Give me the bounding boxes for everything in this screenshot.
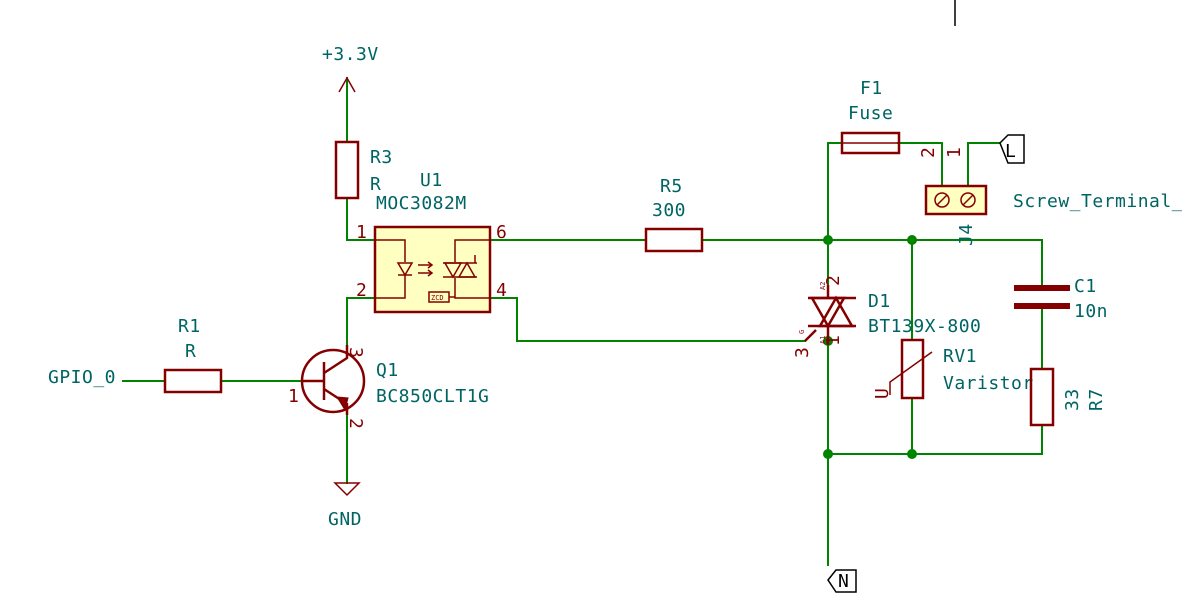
junction-dot — [823, 235, 833, 245]
transistor-body — [300, 348, 366, 414]
screw-icon — [960, 192, 976, 208]
wire-r3-u1 — [346, 199, 376, 241]
resistor-body — [334, 140, 360, 200]
varistor-slash-icon — [889, 351, 933, 395]
wire-u1-gate — [489, 297, 806, 342]
d1-g-label: G — [798, 330, 806, 334]
optocoupler-u1: U1 MOC3082M 1 2 6 4 ZCD — [356, 170, 507, 314]
wire-r7-bottom — [827, 424, 1043, 455]
screw-slot — [936, 194, 948, 206]
f1-value: Fuse — [848, 103, 893, 124]
wire-j4-live — [967, 142, 1001, 186]
resistor-body — [163, 368, 223, 394]
resistor-body — [1029, 367, 1055, 427]
d1-ref: D1 — [868, 291, 891, 312]
fuse-f1: F1 Fuse — [840, 78, 901, 155]
screw-slot — [962, 194, 974, 206]
j4-value: Screw_Terminal_ — [1013, 191, 1182, 212]
r3-ref: R3 — [370, 147, 393, 168]
emitter-arrow-icon — [336, 396, 349, 412]
screw-icon — [934, 192, 950, 208]
gate-lead — [804, 329, 817, 342]
resistor-body — [644, 227, 704, 253]
internal-wire — [454, 278, 490, 299]
power-arrow-icon — [338, 76, 356, 93]
r7-ref: R7 — [1086, 388, 1107, 411]
light-arrow-head — [427, 269, 434, 277]
led-icon — [396, 262, 414, 277]
resistor-r3: R3 R — [334, 140, 393, 200]
gnd-label: GND — [328, 509, 362, 530]
net-flag-icon — [999, 134, 1025, 164]
wire-u1-q1 — [346, 297, 376, 346]
r5-value: 300 — [652, 200, 686, 221]
q1-value: BC850CLT1G — [376, 386, 489, 407]
rv1-value: Varistor — [943, 373, 1034, 394]
wire-fuse-j4 — [897, 142, 943, 186]
triac-d1: 2 1 3 A2 A1 G D1 BT139X-800 — [792, 275, 981, 358]
rv1-ref: RV1 — [943, 346, 977, 367]
q1-pin-3: 3 — [345, 347, 366, 358]
resistor-r7: 33 R7 — [1029, 367, 1107, 427]
q1-pin-1: 1 — [288, 386, 299, 407]
f1-ref: F1 — [860, 78, 883, 99]
r7-value: 33 — [1062, 388, 1083, 411]
u1-value: MOC3082M — [376, 193, 467, 214]
neutral-label: N — [838, 571, 849, 592]
u1-pin-1: 1 — [356, 222, 367, 243]
resistor-r5: R5 300 — [644, 176, 704, 253]
d1-pin-3: 3 — [792, 347, 813, 358]
d1-a2-label: A2 — [819, 282, 827, 290]
u1-pin-6: 6 — [496, 222, 507, 243]
light-arrow-head — [427, 261, 434, 269]
gnd-symbol: GND — [328, 482, 362, 530]
live-label: L — [1005, 141, 1016, 162]
j4-pin-1: 1 — [944, 147, 965, 158]
gpio-label: GPIO_0 — [48, 367, 116, 388]
junction-dot — [907, 449, 917, 459]
capacitor-c1: C1 10n — [1014, 276, 1108, 322]
neutral-flag: N — [827, 569, 857, 593]
resistor-r1: R1 R — [163, 316, 223, 394]
junctions — [823, 235, 917, 459]
varistor-body — [900, 338, 925, 400]
c1-value: 10n — [1074, 301, 1108, 322]
collector-lead — [323, 345, 349, 375]
j4-ref: J4 — [956, 223, 977, 246]
internal-wire — [375, 275, 406, 299]
u1-pin-2: 2 — [356, 280, 367, 301]
j4-pin-2: 2 — [918, 147, 939, 158]
d1-a1-label: A1 — [819, 336, 827, 344]
vcc-symbol: +3.3V — [322, 44, 379, 93]
c1-ref: C1 — [1074, 276, 1097, 297]
vcc-label: +3.3V — [322, 44, 379, 65]
r1-value: R — [185, 341, 196, 362]
wire-node-fuse — [827, 142, 843, 241]
d1-pin-2: 2 — [823, 275, 844, 286]
net-flag-icon — [827, 569, 857, 593]
u1-ref: U1 — [420, 170, 443, 191]
d1-pin-1: 1 — [823, 335, 844, 346]
internal-wire — [454, 239, 490, 262]
varistor-rv1: RV1 Varistor U — [872, 338, 1034, 400]
live-flag: L — [999, 134, 1025, 164]
ground-icon — [333, 482, 361, 497]
junction-dot — [823, 449, 833, 459]
d1-value: BT139X-800 — [868, 316, 981, 337]
r5-ref: R5 — [660, 176, 683, 197]
u1-pin-4: 4 — [496, 280, 507, 301]
terminal-body — [924, 184, 988, 216]
r1-ref: R1 — [178, 316, 201, 337]
q1-ref: Q1 — [376, 360, 399, 381]
internal-wire — [375, 239, 406, 262]
q1-pin-2: 2 — [345, 418, 366, 429]
transistor-q1: 1 3 2 Q1 BC850CLT1G — [288, 345, 489, 429]
zcd-label: ZCD — [431, 294, 444, 302]
rv1-u-label: U — [872, 388, 893, 399]
r3-value: R — [370, 174, 381, 195]
screw-terminal-j4: 2 1 Screw_Terminal_ J4 — [918, 147, 1182, 246]
junction-dot — [907, 235, 917, 245]
